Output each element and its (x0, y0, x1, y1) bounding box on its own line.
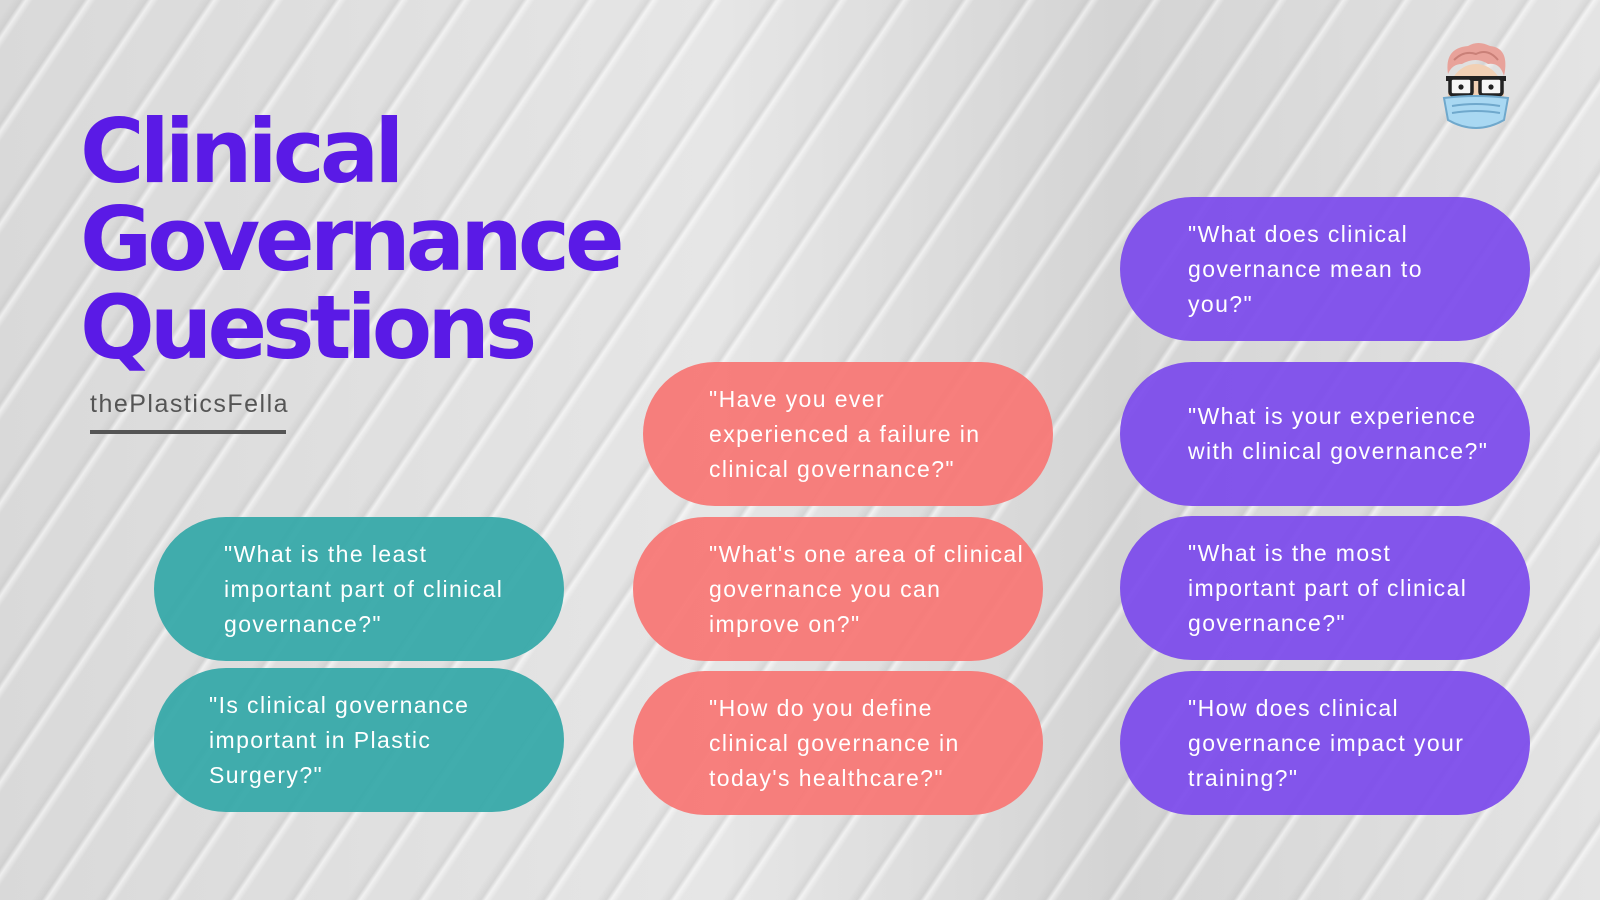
question-define-governance[interactable]: "How do you define clinical governance i… (633, 671, 1043, 815)
page-title: Clinical Governance Questions (80, 100, 625, 379)
question-text: "What's one area of clinical governance … (709, 540, 1025, 637)
title-line-3: Questions (80, 276, 537, 379)
question-area-to-improve[interactable]: "What's one area of clinical governance … (633, 517, 1043, 661)
question-text: "How do you define clinical governance i… (709, 694, 960, 791)
title-line-1: Clinical (80, 100, 404, 203)
brand-name: thePlasticsFella (90, 390, 290, 418)
question-text: "What is the most important part of clin… (1188, 539, 1468, 636)
question-text: "What is the least important part of cli… (224, 540, 504, 637)
question-text: "How does clinical governance impact you… (1188, 694, 1465, 791)
question-most-important[interactable]: "What is the most important part of clin… (1120, 516, 1530, 660)
question-least-important[interactable]: "What is the least important part of cli… (154, 517, 564, 661)
brand-underline (90, 430, 286, 434)
question-impact-on-training[interactable]: "How does clinical governance impact you… (1120, 671, 1530, 815)
question-text: "Is clinical governance important in Pla… (209, 691, 470, 788)
question-text: "What does clinical governance mean to y… (1188, 220, 1423, 317)
question-text: "What is your experience with clinical g… (1188, 403, 1489, 464)
question-important-plastic-surgery[interactable]: "Is clinical governance important in Pla… (154, 668, 564, 812)
bespectacled-doctor-with-mask-icon (1442, 43, 1510, 129)
question-experience-with-governance[interactable]: "What is your experience with clinical g… (1120, 362, 1530, 506)
question-text: "Have you ever experienced a failure in … (709, 385, 981, 482)
title-line-2: Governance (80, 188, 625, 291)
question-failure-experience[interactable]: "Have you ever experienced a failure in … (643, 362, 1053, 506)
question-meaning-to-you[interactable]: "What does clinical governance mean to y… (1120, 197, 1530, 341)
